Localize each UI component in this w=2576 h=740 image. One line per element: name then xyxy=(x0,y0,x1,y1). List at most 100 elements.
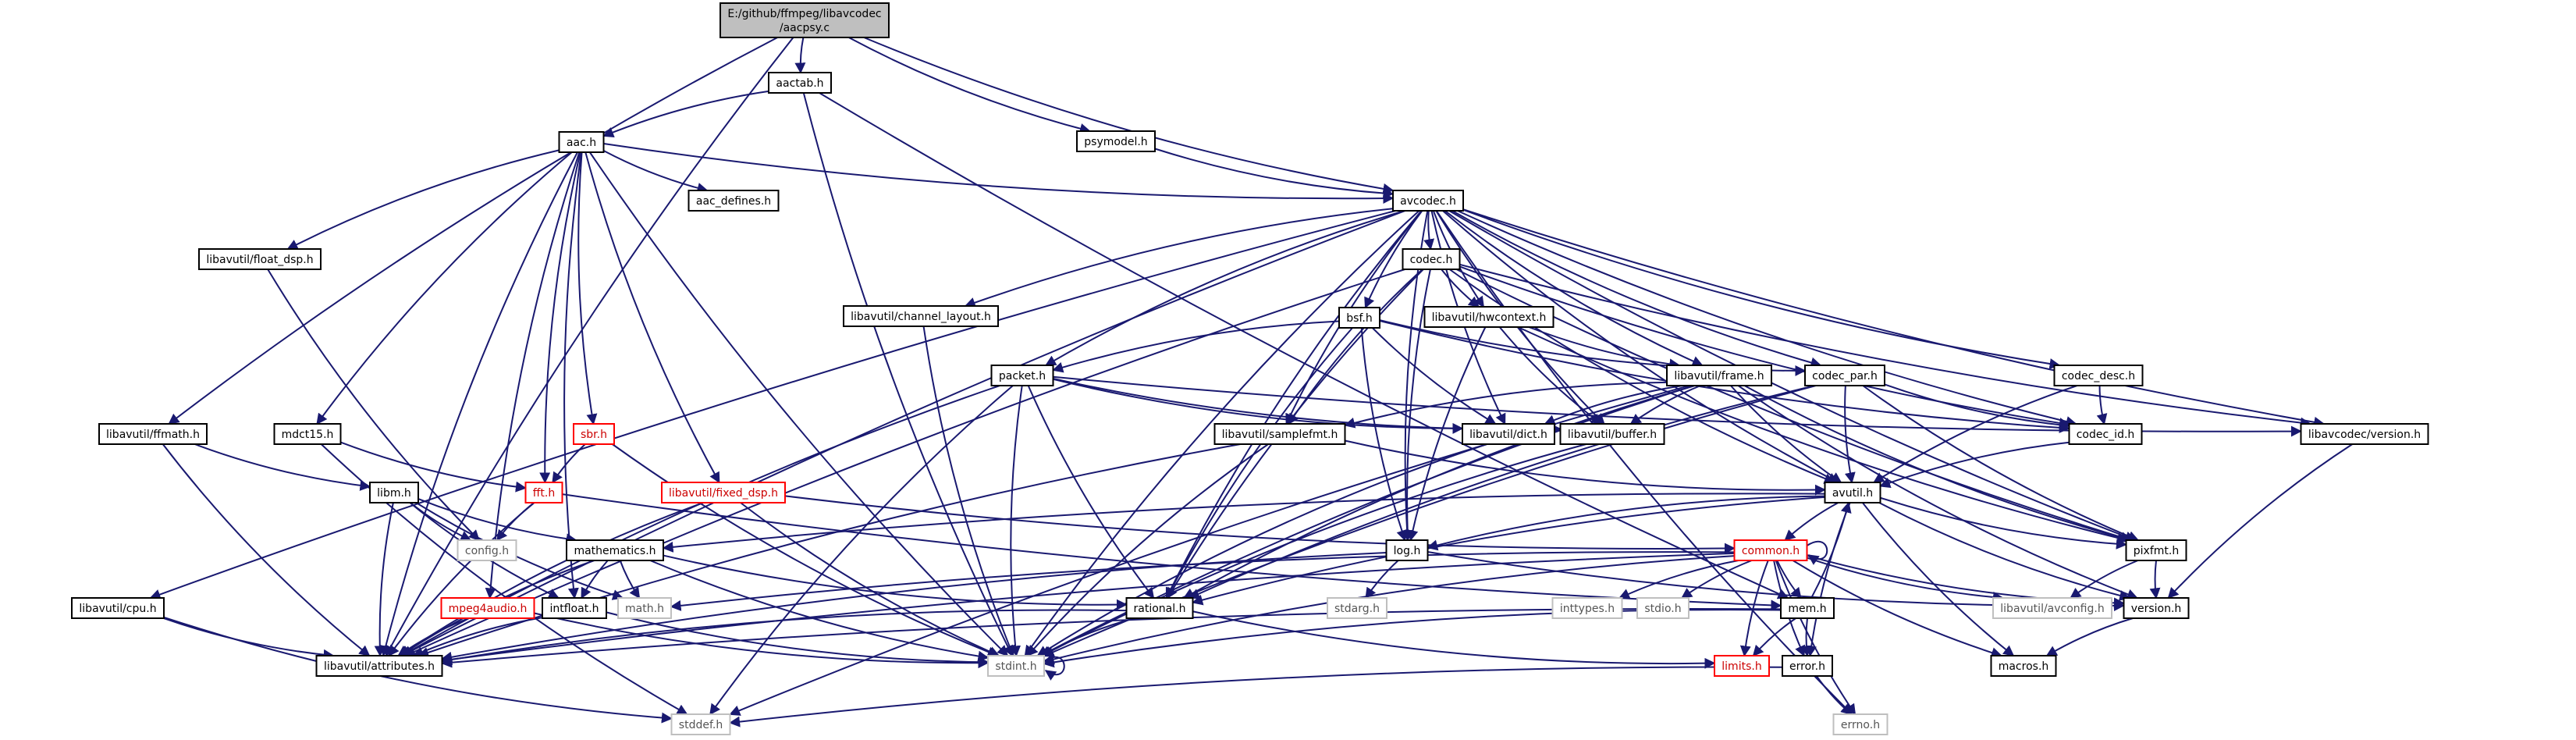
node-float_dsp[interactable]: libavutil/float_dsp.h xyxy=(198,248,322,270)
edge-codec_par-to-codec_id xyxy=(1884,383,2070,431)
node-box xyxy=(768,72,832,94)
node-buffer[interactable]: libavutil/buffer.h xyxy=(1559,423,1665,445)
node-box xyxy=(1559,423,1665,445)
node-limits[interactable]: limits.h xyxy=(1714,655,1770,677)
node-ffmath[interactable]: libavutil/ffmath.h xyxy=(98,423,208,445)
node-mathematics[interactable]: mathematics.h xyxy=(566,539,664,561)
node-root[interactable]: E:/github/ffmpeg/libavcodec/aacpsy.c xyxy=(720,2,890,38)
node-box xyxy=(1733,539,1808,561)
node-label: /aacpsy.c xyxy=(780,22,830,34)
dependency-edges xyxy=(149,37,2353,728)
node-box xyxy=(1392,190,1464,212)
edge-fft-to-attributes xyxy=(388,502,535,657)
node-libm[interactable]: libm.h xyxy=(369,482,419,503)
edge-root-to-ffmath xyxy=(168,37,778,425)
node-label: libavutil/frame.h xyxy=(1674,370,1764,382)
edge-intfloat-to-attributes xyxy=(412,617,543,657)
node-error[interactable]: error.h xyxy=(1782,655,1833,677)
edge-packet-to-dict xyxy=(1053,378,1464,434)
node-common[interactable]: common.h xyxy=(1733,539,1808,561)
node-mpeg4audio[interactable]: mpeg4audio.h xyxy=(440,597,535,619)
node-stdio[interactable]: stdio.h xyxy=(1636,597,1690,619)
node-sbr[interactable]: sbr.h xyxy=(573,423,615,445)
node-box xyxy=(2123,597,2190,619)
node-pixfmt[interactable]: pixfmt.h xyxy=(2125,539,2187,561)
node-cpu[interactable]: libavutil/cpu.h xyxy=(71,597,165,619)
node-fft[interactable]: fft.h xyxy=(524,482,563,503)
node-psymodel[interactable]: psymodel.h xyxy=(1076,130,1156,152)
node-stdarg[interactable]: stdarg.h xyxy=(1327,597,1387,619)
node-box xyxy=(1076,130,1156,152)
edge-frame-to-buffer xyxy=(1629,385,1701,425)
node-packet[interactable]: packet.h xyxy=(990,365,1054,386)
node-stddef[interactable]: stddef.h xyxy=(670,713,731,735)
edge-rational-to-attributes xyxy=(441,609,1127,665)
node-intfloat[interactable]: intfloat.h xyxy=(542,597,607,619)
node-aac_defines[interactable]: aac_defines.h xyxy=(688,190,780,212)
node-label: rational.h xyxy=(1134,603,1186,615)
node-box xyxy=(98,423,208,445)
node-math[interactable]: math.h xyxy=(617,597,672,619)
node-samplefmt[interactable]: libavutil/samplefmt.h xyxy=(1213,423,1346,445)
node-box xyxy=(1636,597,1690,619)
node-codec_par[interactable]: codec_par.h xyxy=(1804,365,1885,386)
node-log[interactable]: log.h xyxy=(1385,539,1429,561)
node-codec_id[interactable]: codec_id.h xyxy=(2068,423,2143,445)
node-label: libavutil/cpu.h xyxy=(79,603,156,615)
node-box xyxy=(2068,423,2143,445)
edge-mathematics-to-rational xyxy=(663,554,1128,610)
node-errno[interactable]: errno.h xyxy=(1832,713,1888,735)
node-label: libavutil/float_dsp.h xyxy=(206,254,313,266)
node-hwcontext[interactable]: libavutil/hwcontext.h xyxy=(1423,306,1554,328)
file-nodes: E:/github/ffmpeg/libavcodec/aacpsy.c aact… xyxy=(71,2,2429,735)
node-config[interactable]: config.h xyxy=(457,539,517,561)
node-attributes[interactable]: libavutil/attributes.h xyxy=(315,655,443,677)
node-avc_version[interactable]: libavcodec/version.h xyxy=(2300,423,2429,445)
node-box xyxy=(1338,307,1380,329)
node-label: codec_par.h xyxy=(1812,370,1878,382)
edge-bsf-to-rational xyxy=(1166,327,1353,599)
edge-mathematics-to-intfloat xyxy=(581,560,609,599)
node-label: sbr.h xyxy=(581,429,607,441)
node-mem[interactable]: mem.h xyxy=(1780,597,1835,619)
node-label: packet.h xyxy=(999,370,1046,382)
node-fixed_dsp[interactable]: libavutil/fixed_dsp.h xyxy=(661,482,786,503)
node-label: codec.h xyxy=(1410,254,1453,266)
node-macros[interactable]: macros.h xyxy=(1990,655,2057,677)
node-bsf[interactable]: bsf.h xyxy=(1338,307,1380,329)
node-stdint[interactable]: stdint.h xyxy=(987,655,1045,677)
node-rational[interactable]: rational.h xyxy=(1125,597,1194,619)
edge-avcodec-to-codec_desc xyxy=(1462,208,2061,369)
node-mdct15[interactable]: mdct15.h xyxy=(273,423,342,445)
edge-avutil-to-log xyxy=(1427,495,1825,551)
edge-packet-to-rational xyxy=(1027,385,1155,599)
node-frame[interactable]: libavutil/frame.h xyxy=(1666,365,1772,386)
node-box xyxy=(843,305,999,327)
node-label: aac_defines.h xyxy=(696,195,771,208)
node-aac[interactable]: aac.h xyxy=(558,131,605,153)
node-label: mem.h xyxy=(1788,603,1826,615)
edge-fixed_dsp-to-attributes xyxy=(398,502,704,656)
edge-common-to-limits xyxy=(1739,560,1769,657)
node-box xyxy=(1824,482,1881,503)
edge-avcodec-to-avutil xyxy=(1442,210,1839,483)
node-avutil[interactable]: avutil.h xyxy=(1824,482,1881,503)
node-label: aac.h xyxy=(567,137,596,149)
node-version[interactable]: version.h xyxy=(2123,597,2190,619)
edge-avcodec-to-pixfmt xyxy=(1448,210,2137,543)
node-avcodec[interactable]: avcodec.h xyxy=(1392,190,1464,212)
node-codec[interactable]: codec.h xyxy=(1402,248,1461,270)
node-label: stdio.h xyxy=(1644,603,1681,615)
node-avconfig[interactable]: libavutil/avconfig.h xyxy=(1992,597,2112,619)
node-dict[interactable]: libavutil/dict.h xyxy=(1462,423,1555,445)
node-label: codec_id.h xyxy=(2077,429,2135,441)
node-box xyxy=(2300,423,2429,445)
node-codec_desc[interactable]: codec_desc.h xyxy=(2053,365,2144,386)
node-label: config.h xyxy=(465,545,509,557)
node-inttypes[interactable]: inttypes.h xyxy=(1551,597,1623,619)
node-box xyxy=(1213,423,1346,445)
edge-root-to-avcodec xyxy=(863,37,1395,194)
node-channel_layout[interactable]: libavutil/channel_layout.h xyxy=(843,305,999,327)
edge-intfloat-to-stdint xyxy=(606,611,990,668)
node-aactab[interactable]: aactab.h xyxy=(768,72,832,94)
